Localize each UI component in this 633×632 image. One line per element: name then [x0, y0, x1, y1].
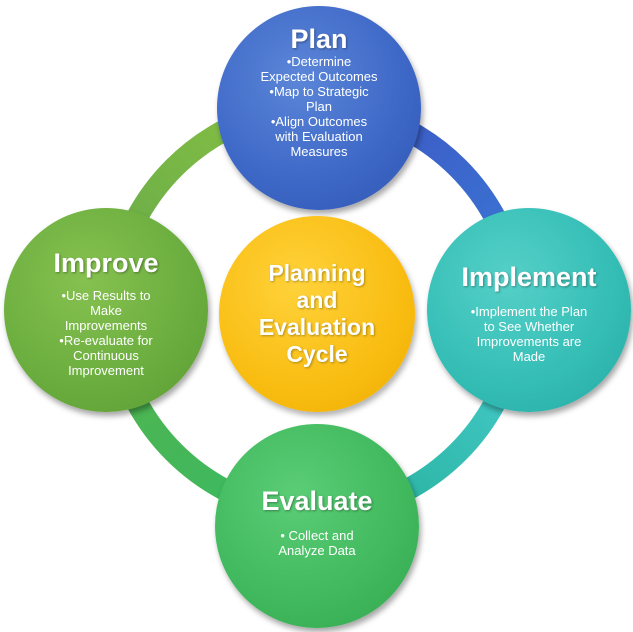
ring-arc-improve-plan: [126, 120, 230, 224]
evaluate-bullets: • Collect and Analyze Data: [258, 528, 376, 558]
implement-title: Implement: [461, 262, 597, 292]
implement-node: Implement •Implement the Plan to See Whe…: [427, 208, 631, 412]
center-node: Planning and Evaluation Cycle: [219, 216, 415, 412]
improve-bullet-2: •Re-evaluate for Continuous Improvement: [59, 333, 153, 378]
implement-bullets: •Implement the Plan to See Whether Impro…: [470, 304, 588, 364]
plan-bullets: •Determine Expected Outcomes •Map to Str…: [260, 54, 378, 159]
plan-node: Plan •Determine Expected Outcomes •Map t…: [217, 6, 421, 210]
improve-node: Improve •Use Results to Make Improvement…: [4, 208, 208, 412]
implement-bullet-1: •Implement the Plan to See Whether Impro…: [470, 304, 588, 364]
ring-arc-implement-evaluate: [402, 396, 506, 500]
plan-bullet-3: •Align Outcomes with Evaluation Measures: [270, 114, 368, 159]
plan-title: Plan: [290, 24, 348, 54]
improve-bullet-1: •Use Results to Make Improvements: [61, 288, 151, 333]
ring-arc-evaluate-improve: [126, 396, 230, 500]
evaluate-bullet-1: • Collect and Analyze Data: [278, 528, 356, 558]
evaluate-node: Evaluate • Collect and Analyze Data: [215, 424, 419, 628]
improve-bullets: •Use Results to Make Improvements •Re-ev…: [50, 288, 162, 378]
evaluate-title: Evaluate: [261, 486, 373, 516]
plan-bullet-1: •Determine Expected Outcomes: [260, 54, 378, 84]
ring-arc-plan-implement: [402, 120, 506, 224]
plan-bullet-2: •Map to Strategic Plan: [269, 84, 369, 114]
center-label: Planning and Evaluation Cycle: [258, 260, 376, 367]
improve-title: Improve: [53, 248, 159, 278]
